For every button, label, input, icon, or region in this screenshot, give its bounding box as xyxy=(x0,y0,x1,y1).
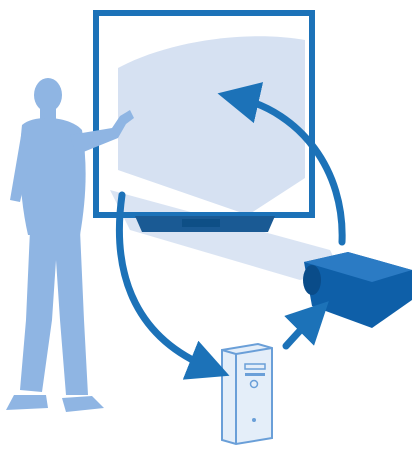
presenter-silhouette-icon xyxy=(6,78,134,412)
desktop-tower-icon xyxy=(222,344,272,444)
projection-beam xyxy=(110,36,340,280)
arrow-computer-to-projector xyxy=(286,316,314,346)
projector-icon xyxy=(303,252,412,328)
